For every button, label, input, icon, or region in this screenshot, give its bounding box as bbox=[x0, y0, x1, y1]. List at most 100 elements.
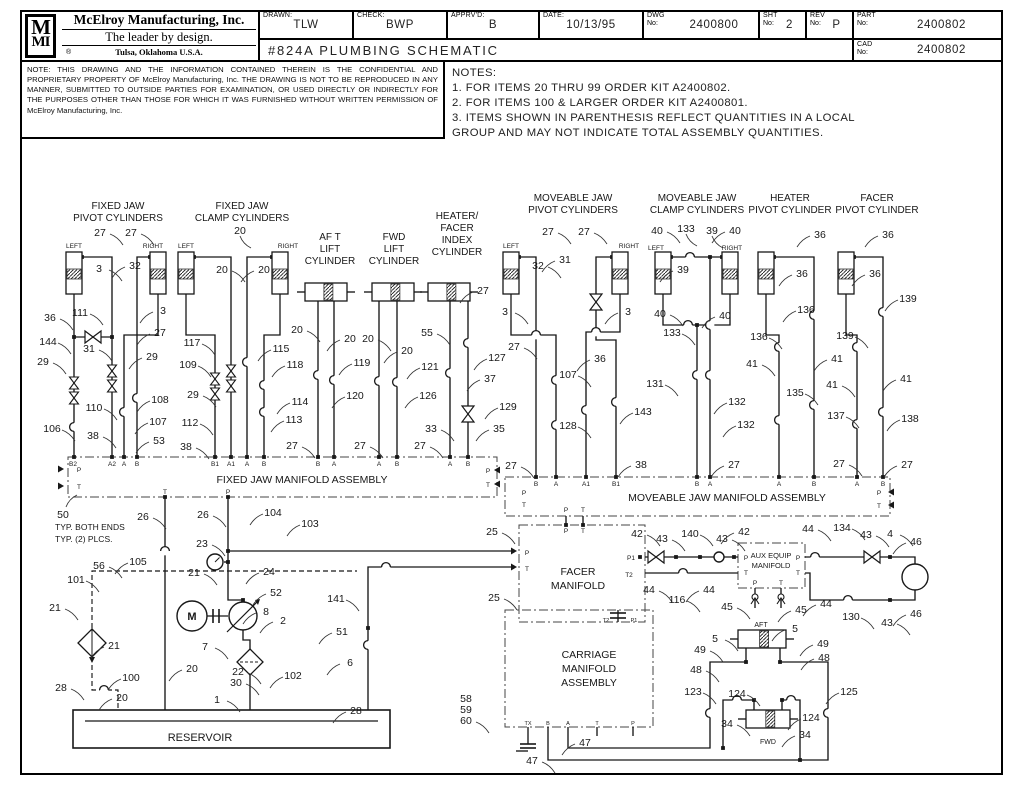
item-number: 29 bbox=[146, 351, 158, 363]
cad-label-no: No: bbox=[857, 49, 868, 56]
callout-leader bbox=[761, 364, 776, 377]
notes-block: NOTES: 1. FOR ITEMS 20 THRU 99 ORDER KIT… bbox=[452, 66, 997, 141]
junction-tick bbox=[110, 335, 114, 339]
schematic-label: PIVOT CYLINDERS bbox=[73, 213, 163, 224]
item-number: 117 bbox=[184, 337, 201, 349]
callout-leader bbox=[245, 572, 260, 585]
part-cell: PART No: 2400802 bbox=[852, 10, 1003, 40]
sht-label-no: No: bbox=[763, 20, 774, 27]
item-number: 36 bbox=[814, 229, 826, 241]
callout-leader bbox=[702, 692, 717, 705]
item-number: 49 bbox=[817, 638, 829, 650]
item-number: 27 bbox=[125, 227, 137, 239]
item-number: 103 bbox=[301, 518, 319, 530]
schematic-label: P bbox=[486, 468, 490, 475]
junction-tick bbox=[855, 475, 859, 479]
hop-mask bbox=[678, 568, 688, 578]
junction-tick bbox=[332, 455, 336, 459]
item-number: 44 bbox=[703, 584, 715, 596]
item-number: 7 bbox=[202, 641, 208, 653]
hop-mask bbox=[810, 552, 820, 562]
hop-mask bbox=[259, 380, 269, 390]
cooler-arrow bbox=[89, 657, 95, 663]
schematic-label: T bbox=[779, 580, 783, 587]
callout-leader bbox=[503, 598, 518, 611]
hop-mask bbox=[445, 368, 455, 378]
schematic-label: T bbox=[522, 502, 526, 509]
item-number: 136 bbox=[750, 331, 768, 343]
schematic-label: P bbox=[77, 467, 81, 474]
company-text: McElroy Manufacturing, Inc. The leader b… bbox=[62, 12, 256, 57]
callout-leader bbox=[90, 646, 105, 659]
item-number: 47 bbox=[526, 755, 538, 767]
item-number: 104 bbox=[264, 507, 282, 519]
junction-tick bbox=[780, 698, 784, 702]
schematic-label: FACER bbox=[560, 566, 595, 578]
hop-mask bbox=[852, 342, 862, 352]
pump-arrow bbox=[226, 599, 260, 633]
callout-leader bbox=[646, 534, 661, 547]
cylinder-piston bbox=[758, 268, 774, 280]
pipe-hop bbox=[312, 369, 319, 381]
schematic-label: MANIFOLD bbox=[752, 561, 791, 570]
junction-tick bbox=[614, 475, 618, 479]
check-valve-icon bbox=[106, 364, 118, 378]
pipe bbox=[123, 320, 159, 457]
hop-mask bbox=[774, 415, 784, 425]
item-number: 2 bbox=[280, 615, 286, 627]
callout-leader bbox=[107, 678, 122, 691]
item-number: 20 bbox=[291, 324, 303, 336]
pipe-hop bbox=[391, 376, 398, 388]
callout-leader bbox=[59, 318, 74, 331]
callout-leader bbox=[128, 357, 143, 370]
pipe bbox=[227, 497, 243, 601]
item-number: 130 bbox=[842, 611, 860, 623]
junction-tick bbox=[721, 746, 725, 750]
schematic-label: TYP. (2) PLCS. bbox=[55, 534, 112, 544]
schematic-label: FIXED JAW MANIFOLD ASSEMBLY bbox=[217, 474, 388, 486]
item-number: 43 bbox=[860, 529, 872, 541]
hop-mask bbox=[363, 640, 373, 650]
schematic-label: A1 bbox=[227, 461, 235, 468]
junction-tick bbox=[72, 335, 76, 339]
schematic-label: MOVEABLE JAW bbox=[658, 193, 737, 204]
hop-mask bbox=[683, 320, 693, 330]
callout-leader bbox=[813, 359, 828, 372]
pipe bbox=[854, 256, 884, 477]
pipe-hop bbox=[877, 306, 884, 318]
callout-leader bbox=[369, 446, 384, 459]
callout-leader bbox=[114, 562, 129, 575]
callout-leader bbox=[245, 683, 260, 696]
hop-mask bbox=[551, 420, 561, 430]
item-number: 33 bbox=[425, 423, 437, 435]
item-number: 3 bbox=[160, 305, 166, 317]
port-arrow bbox=[494, 466, 500, 474]
callout-leader bbox=[557, 232, 572, 245]
schematic-label: FWD bbox=[760, 739, 776, 746]
callout-leader bbox=[886, 419, 901, 432]
callout-leader bbox=[664, 384, 679, 397]
junction-tick bbox=[798, 758, 802, 762]
callout-leader bbox=[239, 235, 252, 249]
schematic-label: B bbox=[881, 481, 885, 488]
hop-mask bbox=[611, 397, 621, 407]
schematic-label: RESERVOIR bbox=[168, 732, 233, 744]
cylinder-piston bbox=[612, 268, 628, 280]
schematic-label: P bbox=[753, 580, 757, 587]
item-number: 38 bbox=[180, 441, 192, 453]
callout-leader bbox=[247, 672, 262, 685]
pipe-hop bbox=[808, 309, 815, 321]
callout-leader bbox=[139, 311, 154, 324]
item-number: 51 bbox=[336, 626, 348, 638]
callout-leader bbox=[270, 420, 285, 433]
callout-leader bbox=[202, 395, 217, 408]
pipe-hop bbox=[380, 561, 392, 568]
item-number: 27 bbox=[542, 226, 554, 238]
schematic-label: MANIFOLD bbox=[562, 663, 617, 675]
item-number: 41 bbox=[826, 379, 838, 391]
pipe bbox=[595, 256, 617, 477]
callout-leader bbox=[345, 599, 360, 612]
callout-leader bbox=[875, 535, 890, 548]
item-number: 58 bbox=[460, 693, 472, 705]
